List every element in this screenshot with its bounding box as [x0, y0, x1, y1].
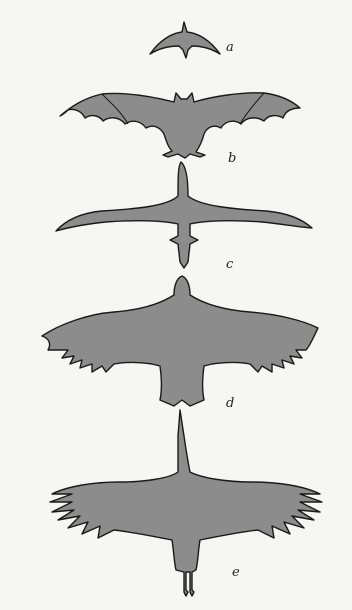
panel-label-a: a: [226, 40, 234, 55]
swift-silhouette: [150, 22, 220, 58]
panel-a: a: [150, 22, 234, 58]
panel-b: b: [60, 93, 300, 166]
panel-e: e: [50, 410, 322, 596]
stork-silhouette: [50, 410, 322, 596]
panel-d: d: [42, 276, 318, 411]
panel-label-c: c: [226, 257, 234, 272]
bat-silhouette: [60, 93, 300, 158]
panel-c: c: [56, 162, 312, 272]
panel-label-b: b: [228, 151, 236, 166]
panel-label-e: e: [232, 565, 240, 580]
panel-label-d: d: [226, 396, 234, 411]
broad-winged-bird-silhouette: [42, 276, 318, 406]
albatross-silhouette: [56, 162, 312, 268]
